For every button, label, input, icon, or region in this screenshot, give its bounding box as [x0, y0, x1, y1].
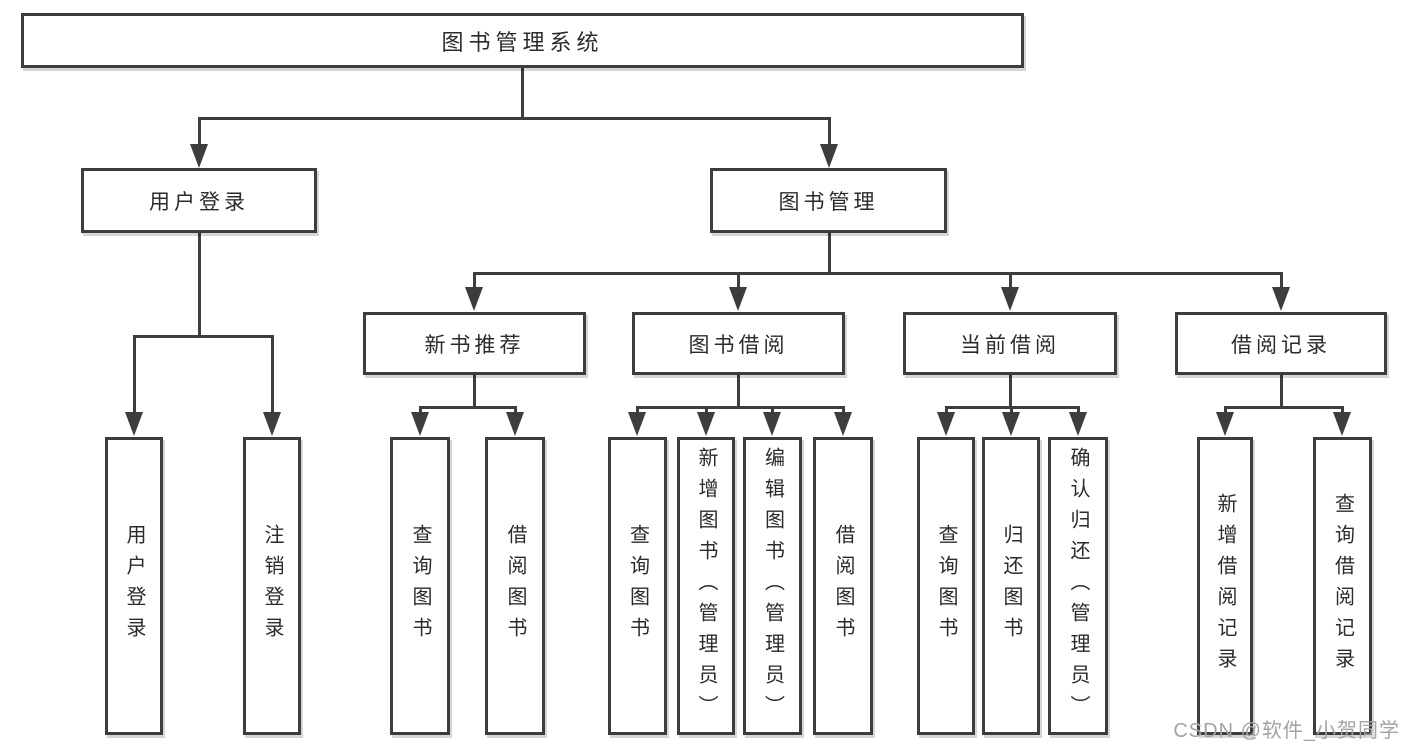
connector-line — [473, 375, 476, 407]
connector-line — [636, 406, 845, 409]
node-label: 用户登录 — [149, 190, 249, 214]
arrow-down-icon — [1002, 412, 1020, 436]
node-borrowing-records: 借阅记录 — [1175, 312, 1387, 375]
arrow-down-icon — [820, 144, 838, 168]
node-label: 图书借阅 — [688, 333, 789, 357]
connector-line — [1009, 375, 1012, 407]
arrow-down-icon — [1216, 412, 1234, 436]
leaf-borrow-books-recommend: 借阅图书 — [485, 437, 545, 735]
node-book-borrowing: 图书借阅 — [632, 312, 845, 375]
node-book-management: 图书管理 — [710, 168, 947, 233]
arrow-down-icon — [190, 144, 208, 168]
connector-line — [198, 117, 201, 152]
arrow-down-icon — [834, 412, 852, 436]
leaf-label: 查询借阅记录 — [1331, 493, 1354, 679]
node-root-system: 图书管理系统 — [21, 13, 1024, 68]
leaf-label: 归还图书 — [1000, 524, 1022, 648]
connector-line — [133, 335, 136, 420]
leaf-query-books-borrowing: 查询图书 — [608, 437, 667, 735]
connector-line — [1224, 406, 1344, 409]
leaf-query-books-current: 查询图书 — [917, 437, 975, 735]
node-user-login: 用户登录 — [81, 168, 317, 233]
leaf-label: 确认归还（管理员） — [1067, 446, 1089, 726]
connector-line — [473, 272, 1283, 275]
connector-line — [198, 117, 831, 120]
leaf-label: 查询图书 — [409, 524, 431, 648]
node-label: 借阅记录 — [1231, 333, 1331, 357]
connector-line — [198, 233, 201, 337]
connector-line — [271, 335, 274, 420]
arrow-down-icon — [263, 412, 281, 436]
leaf-label: 新增图书（管理员） — [695, 446, 717, 726]
leaf-label: 查询图书 — [935, 524, 957, 648]
node-label: 图书管理 — [778, 190, 879, 214]
leaf-edit-book-admin: 编辑图书（管理员） — [743, 437, 802, 735]
arrow-down-icon — [729, 287, 747, 311]
leaf-label: 用户登录 — [123, 524, 145, 648]
leaf-add-book-admin: 新增图书（管理员） — [677, 437, 735, 735]
leaf-query-books-recommend: 查询图书 — [390, 437, 450, 735]
leaf-user-login: 用户登录 — [105, 437, 163, 735]
leaf-add-borrow-record: 新增借阅记录 — [1197, 437, 1253, 735]
node-label: 图书管理系统 — [441, 29, 604, 55]
node-label: 当前借阅 — [960, 333, 1060, 357]
arrow-down-icon — [1333, 412, 1351, 436]
arrow-down-icon — [1069, 412, 1087, 436]
connector-line — [133, 335, 274, 338]
leaf-label: 注销登录 — [261, 524, 283, 648]
leaf-label: 借阅图书 — [504, 524, 526, 648]
leaf-logout-login: 注销登录 — [243, 437, 301, 735]
arrow-down-icon — [411, 412, 429, 436]
leaf-return-books: 归还图书 — [982, 437, 1040, 735]
arrow-down-icon — [628, 412, 646, 436]
connector-line — [1280, 272, 1283, 296]
connector-line — [1009, 272, 1012, 296]
arrow-down-icon — [1272, 287, 1290, 311]
arrow-down-icon — [1001, 287, 1019, 311]
arrow-down-icon — [506, 412, 524, 436]
arrow-down-icon — [763, 412, 781, 436]
csdn-watermark: CSDN @软件_小贺同学 — [1173, 720, 1400, 742]
connector-line — [737, 272, 740, 296]
connector-line — [521, 68, 524, 118]
arrow-down-icon — [125, 412, 143, 436]
connector-line — [419, 406, 517, 409]
connector-line — [828, 117, 831, 152]
node-new-book-recommend: 新书推荐 — [363, 312, 586, 375]
connector-line — [473, 272, 476, 296]
node-label: 新书推荐 — [424, 333, 525, 357]
leaf-query-borrow-record: 查询借阅记录 — [1313, 437, 1372, 735]
node-current-borrowing: 当前借阅 — [903, 312, 1117, 375]
connector-line — [828, 233, 831, 274]
leaf-label: 查询图书 — [626, 524, 649, 648]
arrow-down-icon — [465, 287, 483, 311]
connector-line — [1280, 375, 1283, 407]
leaf-confirm-return-admin: 确认归还（管理员） — [1048, 437, 1108, 735]
arrow-down-icon — [697, 412, 715, 436]
leaf-label: 借阅图书 — [832, 524, 854, 648]
leaf-borrow-books: 借阅图书 — [813, 437, 873, 735]
leaf-label: 新增借阅记录 — [1214, 493, 1236, 679]
leaf-label: 编辑图书（管理员） — [761, 446, 784, 726]
connector-line — [737, 375, 740, 407]
arrow-down-icon — [937, 412, 955, 436]
